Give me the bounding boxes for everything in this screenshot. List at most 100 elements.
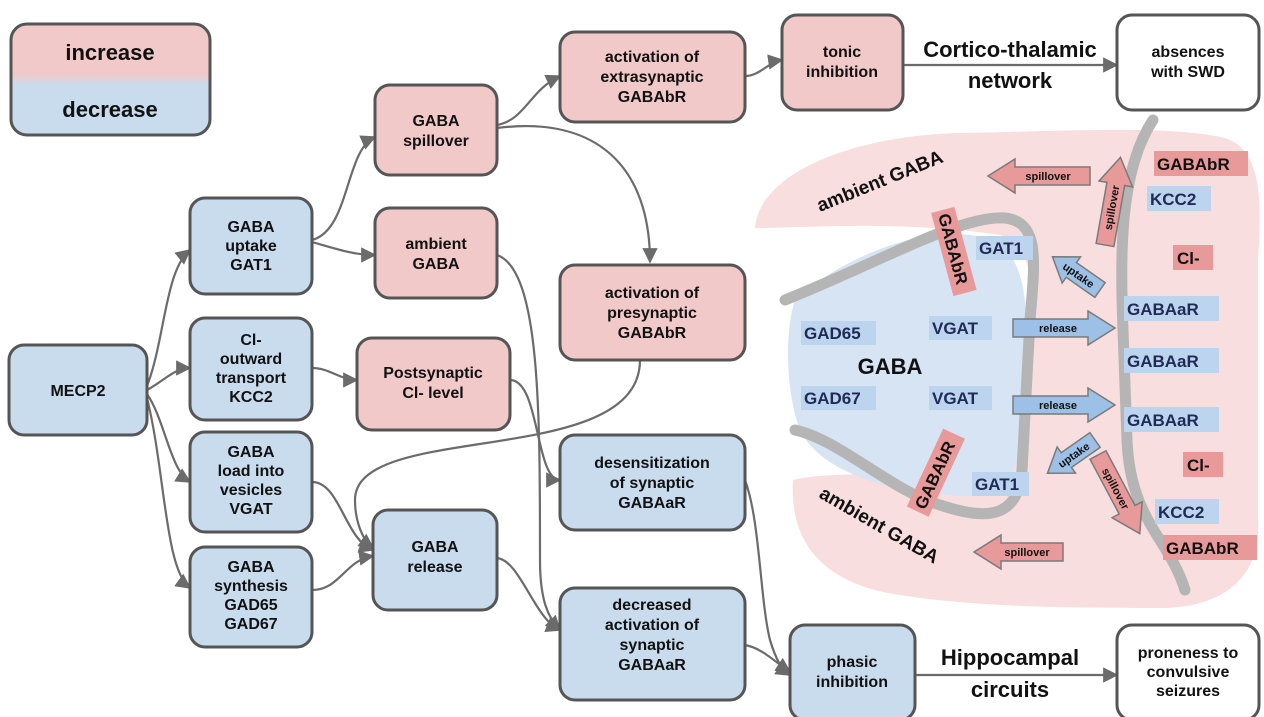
node-kcc2-line4: KCC2 — [229, 389, 273, 406]
node-tonic-line1: tonic — [823, 44, 861, 61]
node-proneness-line3: seizures — [1156, 683, 1220, 700]
edge-ambient-desens — [496, 253, 562, 632]
node-gad-line2: synthesis — [214, 578, 288, 595]
gababr-post-bottom-label: GABAbR — [1166, 539, 1239, 558]
node-tonic-line2: inhibition — [806, 64, 878, 81]
node-proneness-line1: proneness to — [1138, 645, 1239, 662]
gaba-center-label: GABA — [858, 354, 923, 379]
node-desens-line2: of synaptic — [610, 475, 695, 492]
arrow-spillover-bottom: spillover — [972, 533, 1064, 571]
presynaptic-bouton — [788, 233, 1028, 497]
gabaar-3-bg — [1124, 407, 1219, 432]
gabaar-2-label: GABAaR — [1127, 352, 1199, 371]
node-decr-line3: synaptic — [620, 637, 685, 654]
legend-increase: increase — [65, 40, 154, 65]
node-absences-swd: absences with SWD — [1115, 13, 1261, 112]
node-decreased-activation-gabaar: decreased activation of synaptic GABAaR — [558, 586, 747, 702]
node-extra-line2: extrasynaptic — [600, 69, 703, 86]
node-kcc2-line3: transport — [216, 370, 287, 387]
edge-pre-release — [353, 359, 642, 549]
gad67-bg — [801, 386, 876, 410]
cortico-thalamic-label-line2: network — [968, 68, 1053, 93]
node-ambient-gaba: ambient GABA — [373, 206, 499, 300]
node-gad-line3: GAD65 — [224, 597, 277, 614]
edge-spillover-pre — [496, 125, 658, 264]
edge-vgat-release — [311, 480, 375, 553]
node-tonic-inhibition: tonic inhibition — [780, 13, 905, 112]
edge-mecp2-gat1 — [145, 249, 192, 387]
edge-gat1-spillover — [311, 135, 377, 242]
legend-decrease: decrease — [62, 97, 157, 122]
node-postcl-line2: Cl- level — [402, 385, 463, 402]
node-kcc2-line2: outward — [220, 351, 282, 368]
node-pre-line3: GABAbR — [618, 325, 687, 342]
node-gat1-line2: uptake — [225, 238, 277, 255]
kcc2-bottom-label: KCC2 — [1158, 503, 1204, 522]
gat1-bottom-label: GAT1 — [975, 475, 1019, 494]
edge-mecp2-gad — [145, 397, 192, 589]
node-release-line1: GABA — [411, 539, 459, 556]
hippocampal-label-line2: circuits — [971, 677, 1049, 702]
cl-top-label: Cl- — [1177, 249, 1200, 268]
gad65-label: GAD65 — [804, 324, 861, 343]
node-cl-transport-kcc2: Cl- outward transport KCC2 — [188, 316, 314, 422]
kcc2-bottom-bg — [1155, 499, 1219, 524]
node-gaba-uptake-gat1: GABA uptake GAT1 — [188, 196, 314, 296]
gabaar-3-label: GABAaR — [1127, 411, 1199, 430]
gabaar-1-label: GABAaR — [1127, 300, 1199, 319]
arrow-release-1: release — [1012, 309, 1117, 347]
kcc2-top-label: KCC2 — [1150, 190, 1196, 209]
gababr-post-top-bg — [1154, 151, 1248, 176]
cl-bottom-bg — [1183, 452, 1223, 477]
node-activation-extrasynaptic-gababr: activation of extrasynaptic GABAbR — [558, 30, 747, 124]
gad67-label: GAD67 — [804, 389, 861, 408]
node-vgat-line1: GABA — [227, 444, 275, 461]
node-gaba-spillover: GABA spillover — [373, 83, 499, 177]
kcc2-top-bg — [1147, 186, 1211, 211]
arrow-spillover-top-label: spillover — [1025, 171, 1071, 183]
gabaar-1-bg — [1124, 296, 1219, 321]
node-mecp2: MECP2 — [7, 343, 149, 437]
legend-box — [9, 22, 212, 137]
edge-release-decr — [496, 556, 562, 632]
edge-spillover-extra — [496, 74, 562, 127]
node-absences-line1: absences — [1152, 44, 1225, 61]
node-proneness-seizures: proneness to convulsive seizures — [1115, 623, 1261, 717]
hippocampal-label-line1: Hippocampal — [941, 645, 1079, 670]
node-gad-line4: GAD67 — [224, 616, 277, 633]
vgat1-label: VGAT — [932, 319, 979, 338]
node-ambient-line2: GABA — [412, 256, 460, 273]
gabaar-2-bg — [1124, 348, 1219, 373]
gat1-top-label: GAT1 — [979, 239, 1023, 258]
node-extra-line1: activation of — [605, 49, 700, 66]
arrow-spillover-bottom-label: spillover — [1004, 547, 1050, 559]
arrow-release-1-label: release — [1039, 323, 1077, 335]
vgat2-label: VGAT — [932, 389, 979, 408]
node-ambient-line1: ambient — [405, 236, 467, 253]
gababr-post-bottom-bg — [1163, 535, 1257, 560]
node-kcc2-line1: Cl- — [240, 332, 261, 349]
node-gat1-line3: GAT1 — [230, 257, 272, 274]
node-release-line2: release — [407, 559, 462, 576]
node-decr-line1: decreased — [612, 597, 691, 614]
node-vgat-line3: vesicles — [220, 482, 282, 499]
gababr-post-top-label: GABAbR — [1157, 155, 1230, 174]
node-activation-presynaptic-gababr: activation of presynaptic GABAbR — [558, 263, 747, 362]
gat1-bottom-bg — [972, 472, 1029, 496]
node-gad-line1: GABA — [227, 559, 275, 576]
arrow-spillover-up: spillover — [1095, 155, 1134, 248]
legend: increase decrease — [9, 22, 212, 137]
node-postcl-line1: Postsynaptic — [383, 365, 483, 382]
node-phasic-line2: inhibition — [816, 674, 888, 691]
edge-kcc2-postcl — [311, 366, 359, 388]
vgat1-bg — [929, 316, 992, 340]
node-desens-line1: desensitization — [594, 455, 710, 472]
edge-gad-release — [311, 550, 375, 592]
node-gat1-line1: GABA — [227, 219, 275, 236]
node-vgat-line4: VGAT — [229, 501, 272, 518]
edge-mecp2-kcc2 — [146, 360, 192, 391]
node-vgat-line2: load into — [218, 463, 285, 480]
synapse-labels: ambient GABA ambient GABA GABA GAD65 GAD… — [801, 147, 1257, 571]
edge-postcl-desens — [509, 378, 562, 488]
